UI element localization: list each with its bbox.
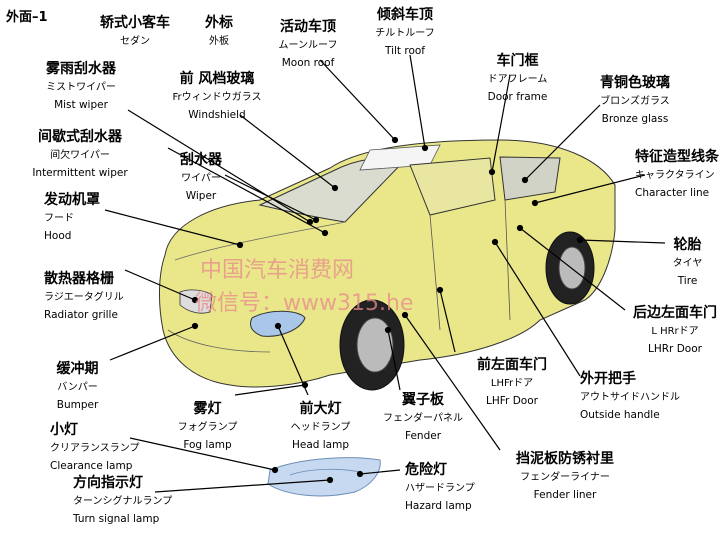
lamp-assembly bbox=[267, 457, 381, 497]
page-title: 外面–1 bbox=[6, 10, 48, 25]
watermark-line2: 微信号：www315.he bbox=[195, 291, 414, 316]
hood-line bbox=[174, 221, 346, 261]
label-sedan: 轿式小客车セダン bbox=[100, 15, 170, 47]
side-window-rear bbox=[499, 156, 561, 201]
side-window-front bbox=[409, 157, 496, 216]
label-exterior: 外标外板 bbox=[205, 15, 233, 47]
door-line bbox=[429, 199, 511, 331]
watermark-line1: 中国汽车消费网 bbox=[200, 258, 355, 283]
bumper-line bbox=[167, 329, 271, 353]
leader-lines bbox=[104, 54, 666, 493]
windshield-glass bbox=[258, 157, 406, 223]
